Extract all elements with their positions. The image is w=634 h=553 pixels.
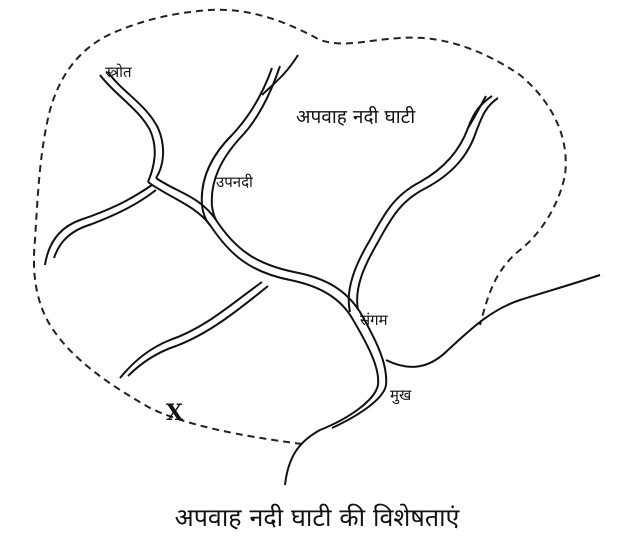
- tributary-east: [385, 274, 601, 368]
- x-marker: X: [166, 400, 184, 426]
- main-river-bank: [155, 177, 388, 429]
- tributary-label: उपनदी: [216, 173, 253, 191]
- source-stream: [99, 74, 156, 183]
- basin-boundary: [32, 8, 567, 445]
- tributary-top: [200, 67, 273, 226]
- tributary-lower-left: [119, 281, 263, 379]
- tributary-top-fork: [261, 54, 299, 96]
- tributary-right-fork: [467, 95, 487, 129]
- basin-label: अपवाह नदी घाटी: [296, 106, 416, 128]
- source-label: स्त्रोत: [105, 63, 132, 81]
- confluence-label: संगम: [360, 311, 388, 329]
- tributary-right: [347, 95, 493, 313]
- tributary-right-bank: [356, 97, 499, 311]
- tributary-left-bank: [53, 189, 157, 259]
- tributary-top-bank: [210, 65, 281, 221]
- tributary-lower-left-bank: [127, 285, 269, 377]
- tributary-left: [44, 184, 153, 266]
- diagram-caption: अपवाह नदी घाटी की विशेषताएं: [174, 503, 460, 532]
- main-river: [147, 181, 380, 486]
- source-stream-bank: [107, 71, 164, 179]
- mouth-label: मुख: [390, 386, 412, 404]
